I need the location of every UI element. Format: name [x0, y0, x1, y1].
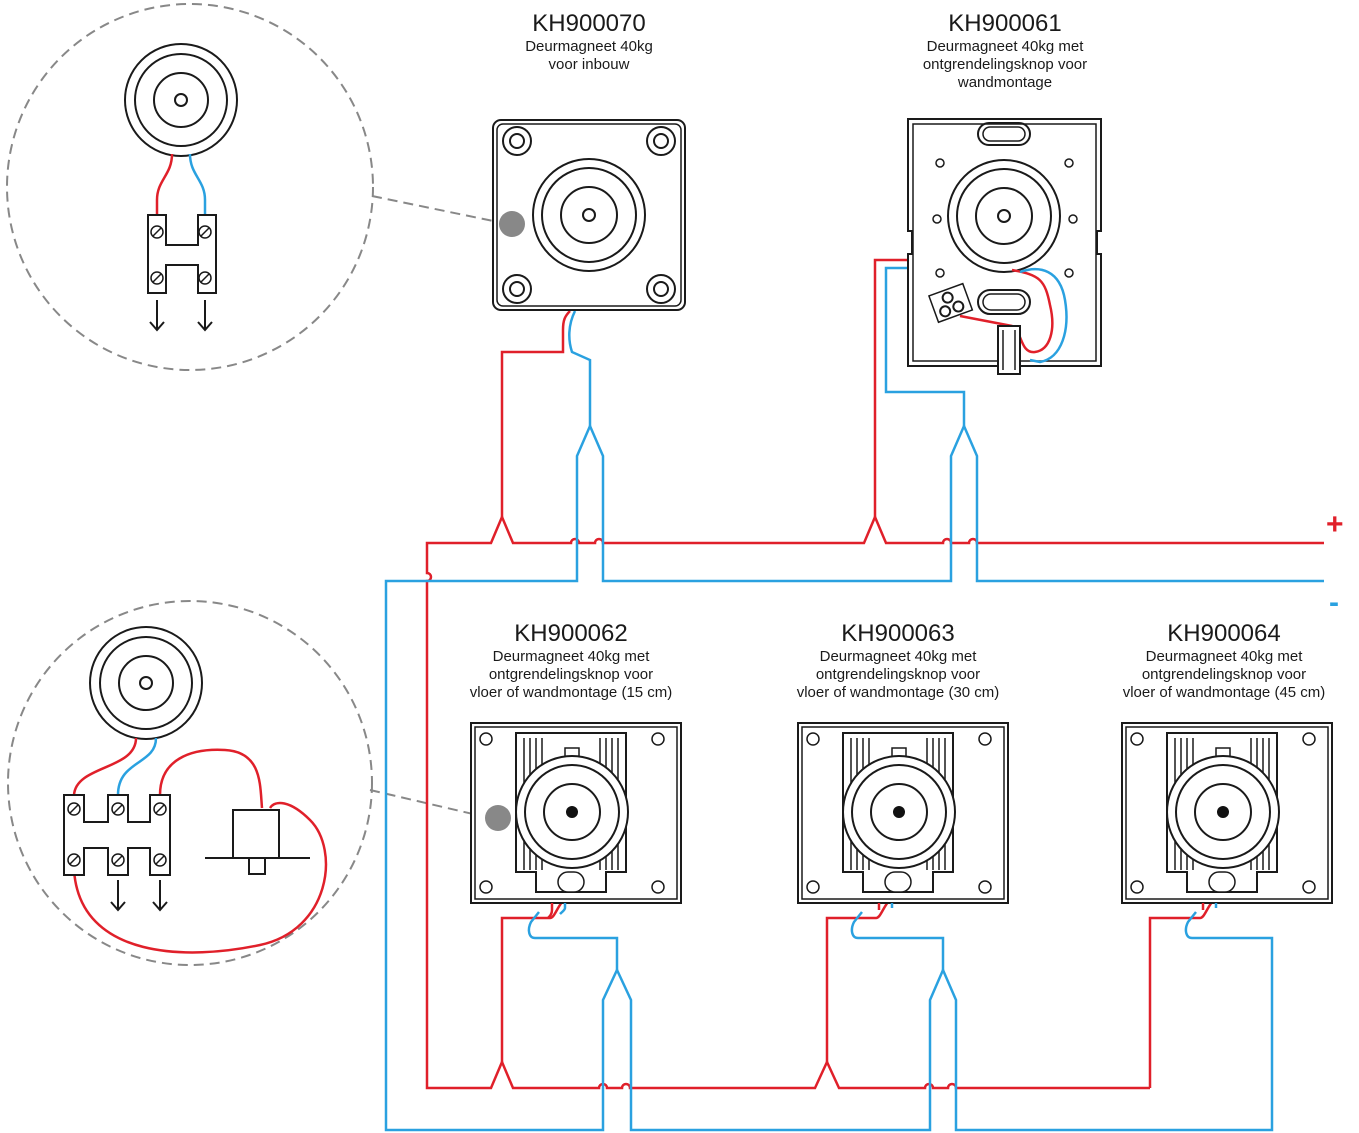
product-desc-line: vloer of wandmontage (15 cm) [469, 684, 673, 701]
magnet-icon [124, 43, 238, 157]
product-desc-line: Deurmagneet 40kg [525, 38, 653, 55]
product-desc-line: Deurmagneet 40kg met [926, 38, 1084, 55]
product-code: KH900070 [532, 10, 646, 37]
release-button-icon [205, 809, 310, 875]
product-label-kh900063: KH900063 Deurmagneet 40kg met ontgrendel… [763, 620, 1033, 702]
product-label-kh900064: KH900064 Deurmagneet 40kg met ontgrendel… [1089, 620, 1359, 702]
terminal-block-icon [63, 794, 171, 876]
positive-polarity-label: + [1326, 508, 1344, 541]
product-desc-line: voor inbouw [548, 56, 630, 73]
product-label-kh900070: KH900070 Deurmagneet 40kg voor inbouw [489, 10, 689, 74]
terminal-block-icon [147, 214, 217, 294]
device-kh900061 [907, 118, 1102, 375]
detail-circle-button [7, 600, 491, 966]
product-code: KH900063 [841, 620, 955, 647]
arrow-down-icon [149, 299, 165, 331]
device-kh900070 [492, 119, 686, 311]
marker-dot-icon [485, 805, 511, 831]
product-desc-line: vloer of wandmontage (30 cm) [796, 684, 1000, 701]
product-code: KH900064 [1167, 620, 1281, 647]
device-kh900064 [1121, 722, 1333, 904]
device-kh900063 [797, 722, 1009, 904]
arrow-down-icon [152, 879, 168, 911]
product-desc-line: vloer of wandmontage (45 cm) [1122, 684, 1326, 701]
product-desc-line: Deurmagneet 40kg met [492, 648, 650, 665]
product-desc-line: Deurmagneet 40kg met [819, 648, 977, 665]
product-code: KH900061 [948, 10, 1062, 37]
product-label-kh900062: KH900062 Deurmagneet 40kg met ontgrendel… [436, 620, 706, 702]
product-desc-line: Deurmagneet 40kg met [1145, 648, 1303, 665]
arrow-down-icon [110, 879, 126, 911]
negative-polarity-label: - [1329, 586, 1339, 619]
product-desc-line: ontgrendelingsknop voor [1141, 666, 1307, 683]
product-code: KH900062 [514, 620, 628, 647]
product-desc-line: wandmontage [957, 74, 1053, 91]
arrow-down-icon [197, 299, 213, 331]
product-desc-line: ontgrendelingsknop voor [922, 56, 1088, 73]
detail-circle-inbouw [6, 3, 499, 371]
device-kh900062 [470, 722, 682, 904]
product-label-kh900061: KH900061 Deurmagneet 40kg met ontgrendel… [899, 10, 1111, 92]
marker-dot-icon [499, 211, 525, 237]
product-desc-line: ontgrendelingsknop voor [815, 666, 981, 683]
product-desc-line: ontgrendelingsknop voor [488, 666, 654, 683]
magnet-icon [89, 626, 203, 740]
